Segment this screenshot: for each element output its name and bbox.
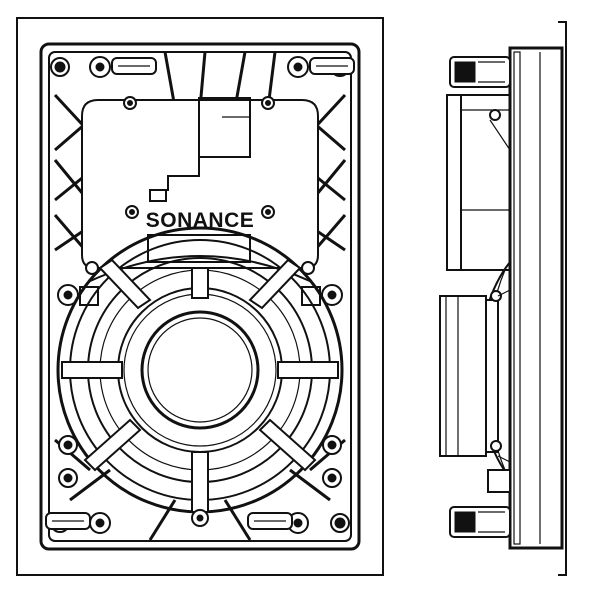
brand-logo-text: SONANCE — [146, 209, 255, 232]
side-woofer — [439, 261, 511, 493]
side-bottom-clamp — [449, 506, 511, 538]
label-plate — [147, 234, 251, 263]
side-top-clamp — [449, 56, 511, 88]
front-view: SONANCE — [16, 17, 384, 576]
outer-flange — [16, 17, 384, 576]
woofer — [56, 226, 344, 527]
inner-frame — [39, 42, 361, 551]
crossover-plate — [81, 96, 319, 275]
logo-mark-icon — [149, 97, 251, 202]
dust-cap — [140, 310, 260, 430]
basket-spokes — [61, 258, 339, 513]
side-view — [439, 21, 567, 576]
side-magnet — [439, 295, 487, 457]
side-flange — [508, 46, 564, 550]
side-crossover-box — [446, 94, 511, 271]
mounting-clamps — [45, 56, 355, 534]
inner-frame-lip — [48, 51, 352, 542]
